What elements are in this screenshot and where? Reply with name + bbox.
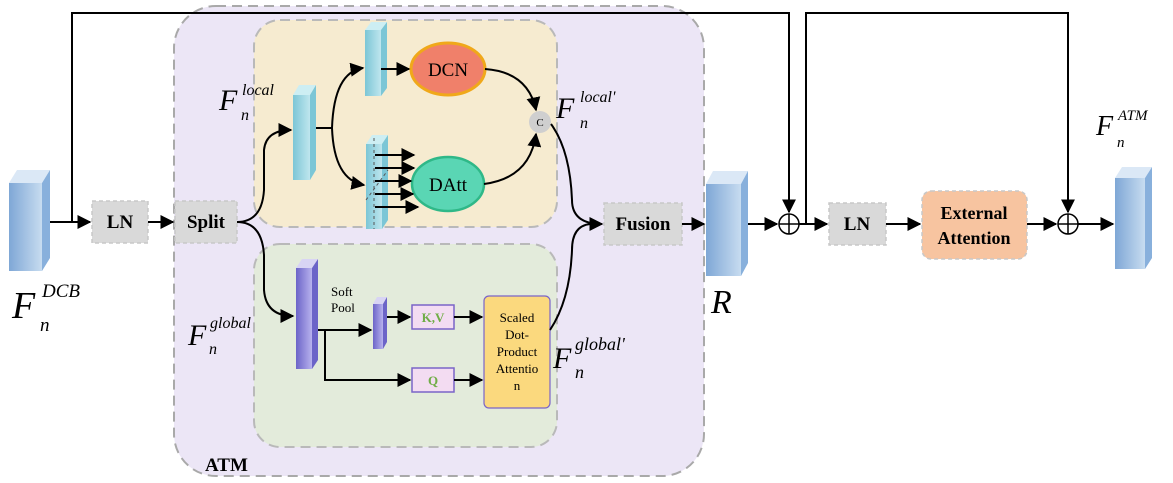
ln-block-1: LN	[91, 200, 149, 244]
sdpa-line-1: Scaled	[500, 310, 535, 325]
external-attention-label-line2: Attention	[938, 228, 1011, 248]
softpool-label-line2: Pool	[331, 300, 355, 315]
external-attention-label-line1: External	[941, 203, 1008, 223]
label-f-dcb: F DCB n	[11, 281, 80, 336]
input-feature-map	[9, 170, 50, 271]
ln-block-1-label: LN	[107, 212, 134, 233]
label-f-local-prime-sup: local'	[580, 89, 616, 106]
label-f-local-sub: n	[241, 107, 249, 124]
label-f-global: F global n	[187, 315, 251, 358]
split-block: Split	[174, 200, 238, 244]
sdpa-line-2: Dot-	[505, 327, 529, 342]
label-f-local-base: F	[218, 84, 238, 117]
dcn-branch-feature-map	[365, 22, 387, 96]
fusion-block-label: Fusion	[616, 214, 671, 235]
external-attention-block: External Attention	[921, 190, 1028, 260]
ln-block-2-label: LN	[844, 214, 871, 235]
r-feature-map	[706, 171, 748, 276]
label-f-global-prime-sub: n	[575, 362, 584, 382]
label-f-atm: F ATM n	[1095, 108, 1149, 151]
label-f-local-prime-sub: n	[580, 115, 588, 132]
label-f-local: F local n	[218, 82, 275, 124]
label-r: R	[710, 284, 732, 321]
label-f-local-sup: local	[242, 82, 275, 99]
label-f-dcb-sup: DCB	[41, 281, 80, 302]
kv-label: K,V	[422, 310, 445, 325]
softpool-label-line1: Soft	[331, 284, 353, 299]
label-f-dcb-sub: n	[40, 315, 50, 336]
global-feature-map	[296, 259, 318, 369]
pooled-feature-map	[373, 297, 387, 349]
dcn-label: DCN	[428, 60, 468, 81]
label-f-global-sup: global	[210, 315, 251, 332]
label-f-local-prime: F local' n	[555, 89, 616, 132]
sum-node-2	[1057, 213, 1079, 235]
split-block-label: Split	[187, 212, 226, 233]
label-f-atm-sup: ATM	[1117, 108, 1149, 124]
label-f-global-prime-sup: global'	[575, 334, 626, 354]
label-f-global-prime-base: F	[552, 342, 572, 375]
sdpa-line-4: Attentio	[496, 361, 539, 376]
concat-label: C	[536, 117, 543, 129]
datt-label: DAtt	[429, 175, 468, 196]
sdpa-line-5: n	[514, 378, 521, 393]
concat-node: C	[529, 111, 551, 133]
label-f-global-prime: F global' n	[552, 334, 626, 382]
label-f-atm-base: F	[1095, 111, 1114, 142]
fusion-block: Fusion	[603, 202, 683, 246]
global-branch-region	[253, 243, 558, 448]
sum-node-1	[778, 213, 800, 235]
sdpa-block: Scaled Dot- Product Attentio n	[483, 295, 551, 409]
label-f-global-base: F	[187, 319, 207, 352]
connections	[50, 12, 1115, 387]
sdpa-line-3: Product	[497, 344, 538, 359]
dcn-block: DCN	[409, 41, 487, 97]
label-f-dcb-base: F	[11, 285, 36, 327]
atm-label: ATM	[205, 455, 248, 476]
datt-block: DAtt	[410, 155, 486, 213]
label-f-local-prime-base: F	[555, 92, 575, 125]
q-block: Q	[411, 367, 455, 393]
output-feature-map	[1115, 167, 1152, 269]
label-f-global-sub: n	[209, 341, 217, 358]
kv-block: K,V	[411, 304, 455, 330]
q-label: Q	[428, 373, 438, 388]
ln-block-2: LN	[828, 202, 887, 246]
local-feature-map	[293, 85, 316, 180]
label-f-atm-sub: n	[1117, 135, 1125, 151]
